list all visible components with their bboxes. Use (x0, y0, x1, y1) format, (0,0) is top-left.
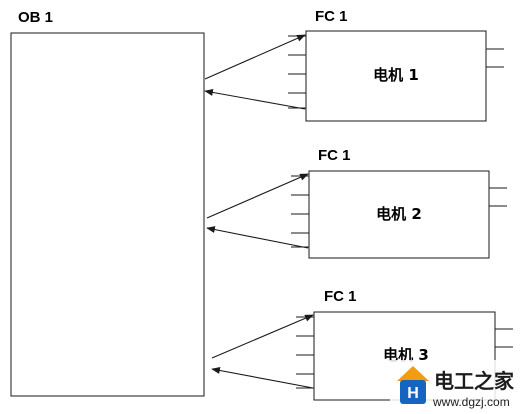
ob1-label: OB 1 (18, 9, 53, 26)
roof-shape (397, 366, 429, 381)
fc3-label: FC 1 (324, 288, 357, 305)
fc1-label: FC 1 (315, 8, 348, 25)
fc2-name: 电机 2 (376, 205, 422, 223)
watermark: H 电工之家 www.dgzj.com (390, 360, 526, 414)
call-arrow-2 (206, 173, 309, 219)
return-arrow-3 (211, 367, 314, 389)
fc3-name: 电机 3 (383, 346, 429, 364)
fc3-output-pins (495, 328, 513, 348)
call-arrow-1 (204, 34, 306, 80)
fc2-label: FC 1 (318, 147, 351, 164)
fc3-input-pins (296, 316, 314, 389)
house-body (400, 380, 426, 404)
fc1-input-pins (288, 35, 306, 109)
fc1-box (305, 30, 487, 122)
return-arrow-1 (204, 88, 306, 110)
house-logo-icon: H (397, 366, 429, 404)
fc1-output-pins (486, 48, 504, 68)
watermark-url: www.dgzj.com (432, 395, 510, 409)
watermark-title: 电工之家 (434, 369, 515, 393)
ob1-block (10, 32, 205, 397)
fc2-output-pins (489, 187, 507, 207)
fc1-name: 电机 1 (373, 66, 419, 84)
fc-block-1: FC 1 电机 1 (204, 8, 504, 122)
call-arrow-3 (211, 314, 314, 359)
logo-letter: H (407, 385, 419, 402)
fc2-input-pins (291, 175, 309, 248)
fc2-box (308, 170, 490, 259)
return-arrow-2 (206, 226, 309, 249)
fc-block-2: FC 1 电机 2 (206, 147, 507, 259)
